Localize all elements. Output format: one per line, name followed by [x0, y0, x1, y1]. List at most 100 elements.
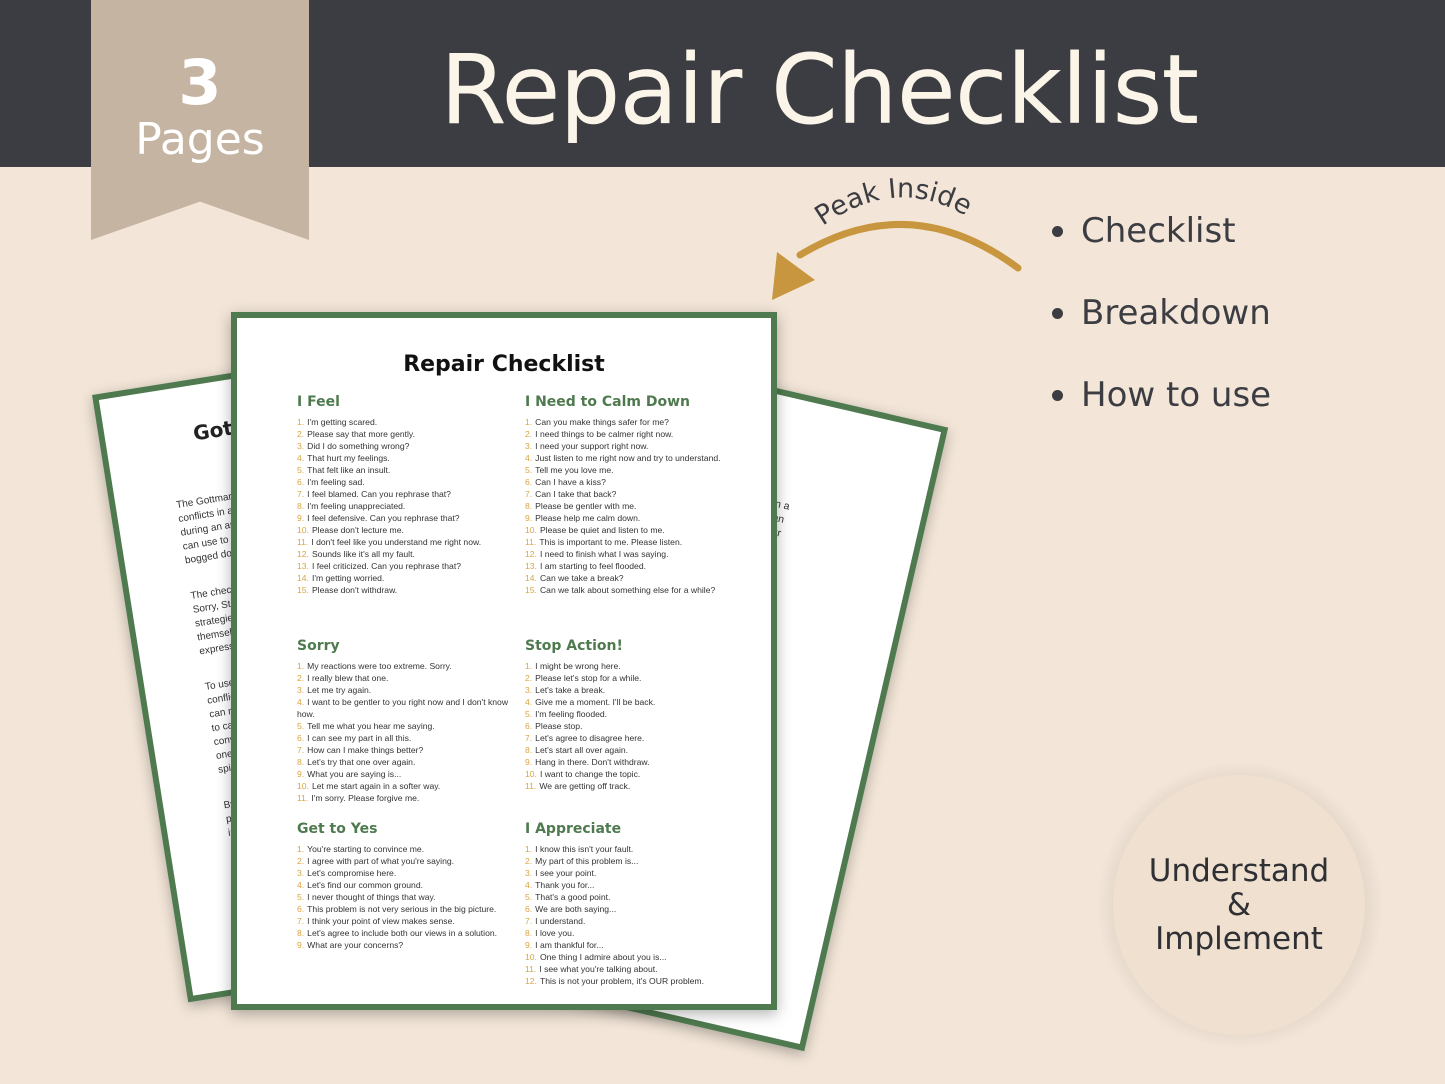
item-number: 11. [525, 781, 537, 791]
checklist-item: 11.This is important to me. Please liste… [525, 536, 755, 548]
checklist-section: I Feel 1.I'm getting scared.2.Please say … [297, 394, 527, 596]
item-text: That's a good point. [535, 892, 611, 902]
item-number: 7. [525, 916, 533, 926]
checklist-item: 8.Please be gentler with me. [525, 500, 755, 512]
checklist-item: 7.How can I make things better? [297, 744, 527, 756]
item-text: I see what you're talking about. [539, 964, 658, 974]
item-number: 6. [297, 904, 305, 914]
item-number: 11. [297, 537, 309, 547]
item-number: 3. [525, 685, 533, 695]
item-text: What you are saying is... [307, 769, 402, 779]
item-text: Please be gentler with me. [535, 501, 637, 511]
checklist-item: 3.Let me try again. [297, 684, 527, 696]
item-text: Please say that more gently. [307, 429, 415, 439]
checklist-item: 1.I might be wrong here. [525, 660, 755, 672]
checklist-item: 5.That felt like an insult. [297, 464, 527, 476]
section-heading: I Feel [297, 394, 340, 410]
section-heading: Sorry [297, 638, 340, 654]
checklist-item: 3.I see your point. [525, 867, 755, 879]
item-text: Tell me what you hear me saying. [307, 721, 435, 731]
badge-line: Implement [1155, 921, 1323, 957]
item-text: Let's agree to include both our views in… [307, 928, 498, 938]
checklist-item: 4.Just listen to me right now and try to… [525, 452, 755, 464]
item-text: I need things to be calmer right now. [535, 429, 674, 439]
bullet-icon [1052, 389, 1063, 401]
item-number: 8. [297, 501, 305, 511]
item-number: 10. [297, 781, 309, 791]
checklist-item: 12.Sounds like it's all my fault. [297, 548, 527, 560]
checklist-item: 8.I love you. [525, 927, 755, 939]
checklist-item: 6.Please stop. [525, 720, 755, 732]
checklist-item: 4.Thank you for... [525, 879, 755, 891]
pages-ribbon [91, 0, 309, 240]
item-number: 11. [525, 964, 537, 974]
item-text: I'm feeling unappreciated. [307, 501, 406, 511]
item-text: Tell me you love me. [535, 465, 614, 475]
checklist-item: 10.Let me start again in a softer way. [297, 780, 527, 792]
checklist-item: 11.We are getting off track. [525, 780, 755, 792]
item-text: That hurt my feelings. [307, 453, 390, 463]
item-number: 10. [297, 525, 309, 535]
badge-line: & [1226, 887, 1252, 923]
item-text: I might be wrong here. [535, 661, 621, 671]
pages-label: Pages [135, 114, 265, 165]
item-text: I'm getting scared. [307, 417, 378, 427]
item-text: This problem is not very serious in the … [307, 904, 497, 914]
item-number: 1. [525, 844, 533, 854]
checklist-item: 5.Tell me what you hear me saying. [297, 720, 527, 732]
item-number: 5. [297, 465, 305, 475]
item-text: Hang in there. Don't withdraw. [535, 757, 650, 767]
section-heading: Get to Yes [297, 821, 378, 837]
checklist-item: 9.What you are saying is... [297, 768, 527, 780]
item-text: Let's try that one over again. [307, 757, 416, 767]
checklist-item: 5.I never thought of things that way. [297, 891, 527, 903]
checklist-item: 9.Hang in there. Don't withdraw. [525, 756, 755, 768]
item-number: 12. [525, 549, 537, 559]
item-text: Please don't withdraw. [311, 585, 398, 595]
checklist-item: 2.Please let's stop for a while. [525, 672, 755, 684]
item-number: 6. [297, 477, 305, 487]
item-number: 4. [525, 880, 533, 890]
item-text: I think your point of view makes sense. [307, 916, 455, 926]
item-text: Can you make things safer for me? [535, 417, 669, 427]
item-number: 9. [297, 513, 305, 523]
item-number: 7. [297, 489, 305, 499]
item-text: That felt like an insult. [307, 465, 391, 475]
checklist-item: 8.I'm feeling unappreciated. [297, 500, 527, 512]
item-number: 5. [297, 721, 305, 731]
item-number: 4. [297, 697, 305, 707]
checklist-item: 1.I'm getting scared. [297, 416, 527, 428]
checklist-item: 5.Tell me you love me. [525, 464, 755, 476]
checklist-item: 10.I want to change the topic. [525, 768, 755, 780]
item-number: 15. [297, 585, 309, 595]
item-text: Just listen to me right now and try to u… [535, 453, 721, 463]
item-number: 3. [525, 441, 533, 451]
checklist-item: 14.I'm getting worried. [297, 572, 527, 584]
item-number: 3. [297, 868, 305, 878]
item-text: This is important to me. Please listen. [539, 537, 683, 547]
item-text: How can I make things better? [307, 745, 424, 755]
item-text: I feel defensive. Can you rephrase that? [307, 513, 460, 523]
item-number: 10. [525, 525, 537, 535]
item-text: I can see my part in all this. [307, 733, 412, 743]
item-text: Please stop. [535, 721, 583, 731]
item-text: Let's take a break. [535, 685, 606, 695]
checklist-item: 10.Please don't lecture me. [297, 524, 527, 536]
item-number: 5. [525, 709, 533, 719]
checklist-item: 4.Let's find our common ground. [297, 879, 527, 891]
checklist-item: 4.Give me a moment. I'll be back. [525, 696, 755, 708]
item-text: We are getting off track. [539, 781, 631, 791]
item-text: I really blew that one. [307, 673, 389, 683]
item-text: Let's find our common ground. [307, 880, 423, 890]
checklist-item: 2.I need things to be calmer right now. [525, 428, 755, 440]
item-number: 6. [525, 721, 533, 731]
checklist-items: 1.I'm getting scared.2.Please say that m… [297, 416, 527, 596]
checklist-item: 11.I see what you're talking about. [525, 963, 755, 975]
checklist-item: 15.Can we talk about something else for … [525, 584, 755, 596]
checklist-items: 1.I know this isn't your fault.2.My part… [525, 843, 755, 987]
checklist-item: 1.I know this isn't your fault. [525, 843, 755, 855]
checklist-item: 6.We are both saying... [525, 903, 755, 915]
